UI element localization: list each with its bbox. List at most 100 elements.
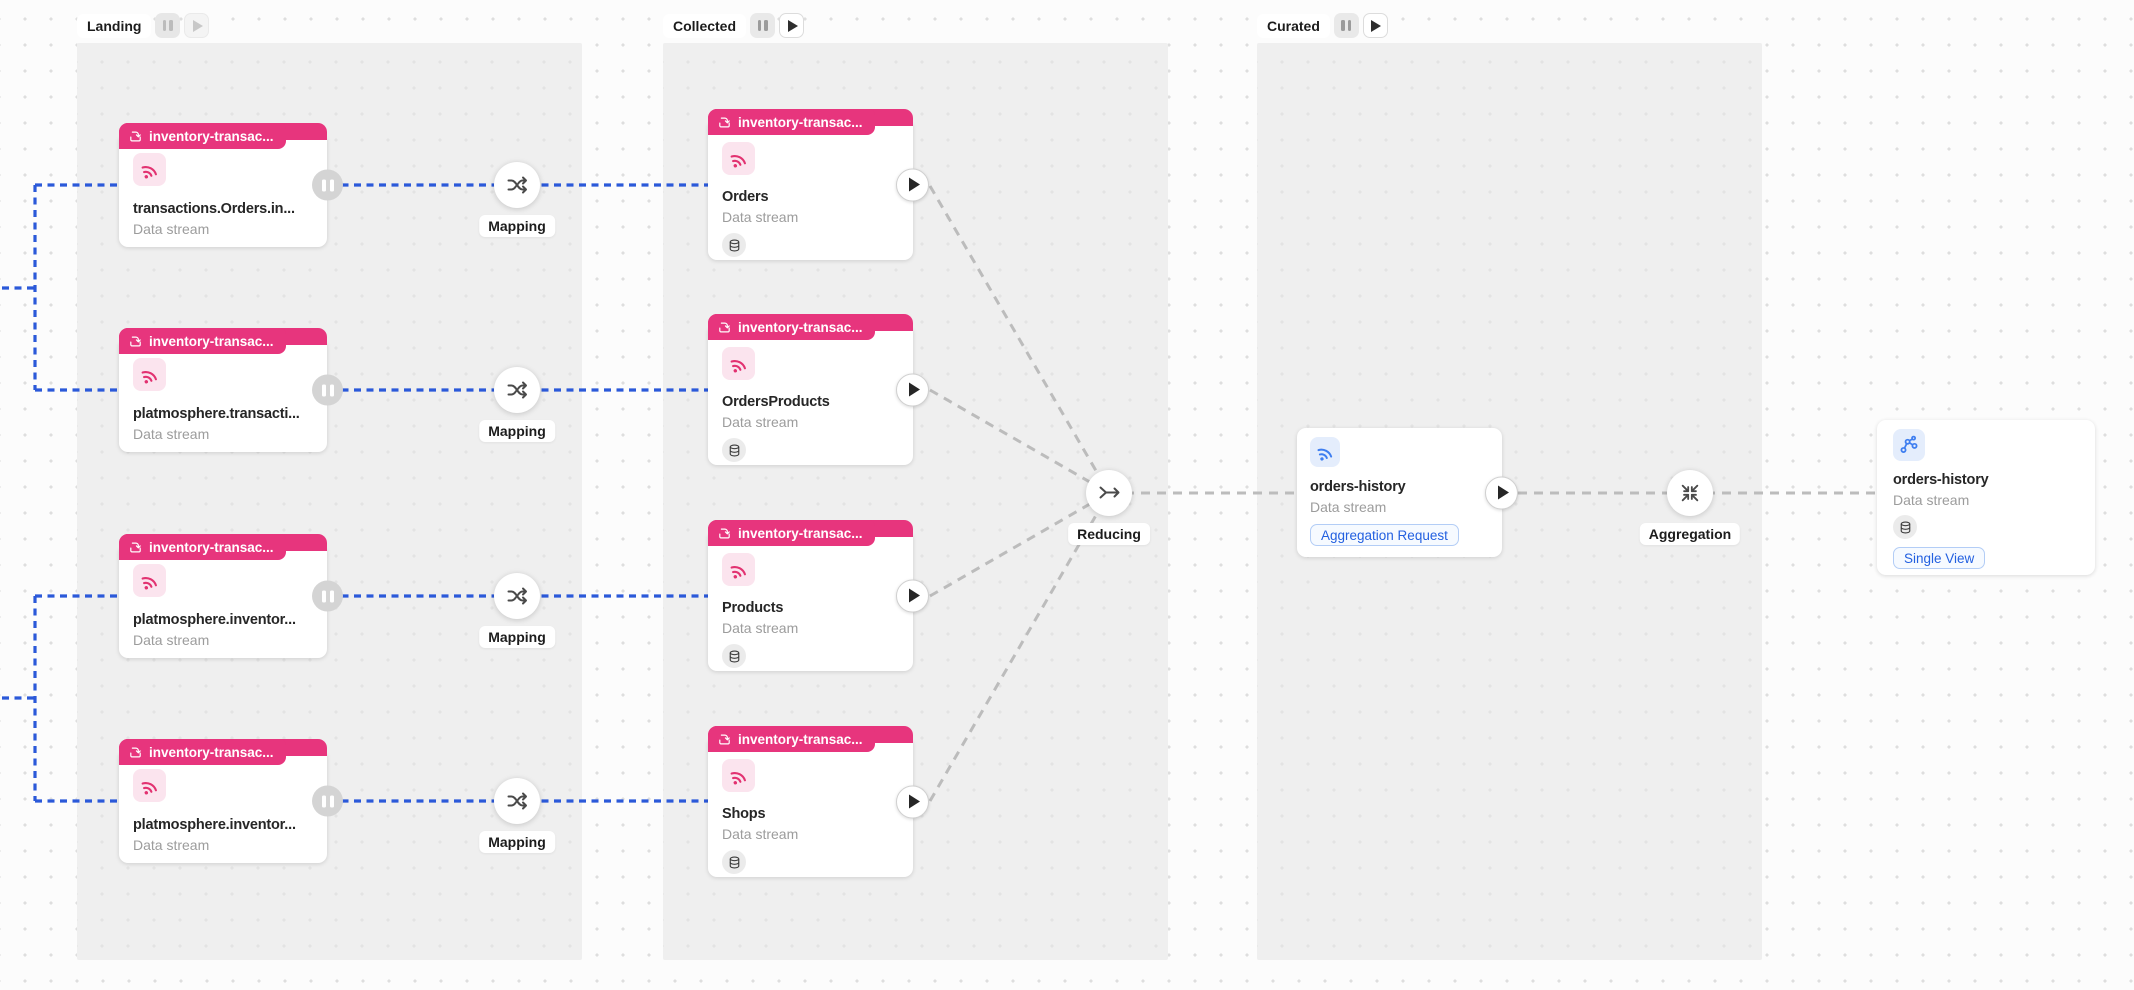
card-title: Orders xyxy=(722,189,769,205)
database-icon xyxy=(722,644,746,668)
play-handle[interactable] xyxy=(896,168,929,201)
topic-tag-label: inventory-transac... xyxy=(738,319,863,335)
pause-handle[interactable] xyxy=(312,580,343,612)
stream-card[interactable]: inventory-transac... Products Data strea… xyxy=(708,520,929,671)
play-handle[interactable] xyxy=(896,579,929,612)
topic-tag-label: inventory-transac... xyxy=(149,128,274,144)
merge-icon xyxy=(1099,486,1120,499)
stream-card[interactable]: inventory-transac... OrdersProducts Data… xyxy=(708,314,929,465)
lane-title: Landing xyxy=(77,13,152,38)
pause-lane-button[interactable] xyxy=(750,13,776,38)
data-stream-icon xyxy=(133,564,166,597)
lane-header-curated: Curated xyxy=(1257,13,1388,38)
play-icon xyxy=(192,19,203,32)
aggregation-node[interactable] xyxy=(1667,470,1713,516)
database-icon xyxy=(722,438,746,462)
pause-handle[interactable] xyxy=(312,374,343,406)
topic-tag[interactable]: inventory-transac... xyxy=(119,328,286,354)
stream-card[interactable]: inventory-transac... Shops Data stream xyxy=(708,726,929,877)
mapping-node[interactable] xyxy=(494,162,540,208)
topic-tag-label: inventory-transac... xyxy=(149,539,274,555)
topic-tag-label: inventory-transac... xyxy=(738,114,863,130)
pause-icon xyxy=(321,590,326,602)
card-title: platmosphere.inventor... xyxy=(133,612,296,628)
shuffle-icon xyxy=(507,381,527,399)
shuffle-icon xyxy=(507,587,527,605)
data-stream-icon xyxy=(722,759,755,792)
graph-icon xyxy=(1893,429,1925,461)
play-handle[interactable] xyxy=(896,373,929,406)
play-lane-button[interactable] xyxy=(1362,13,1388,38)
topic-tag[interactable]: inventory-transac... xyxy=(708,726,875,752)
play-handle[interactable] xyxy=(1485,476,1518,509)
single-view-card[interactable]: orders-history Data stream Single View xyxy=(1877,420,2095,575)
single-view-badge: Single View xyxy=(1893,547,1986,569)
stream-card[interactable]: orders-history Data stream Aggregation R… xyxy=(1297,428,1518,557)
data-stream-icon xyxy=(722,347,755,380)
card-title: platmosphere.inventor... xyxy=(133,817,296,833)
data-stream-icon xyxy=(722,553,755,586)
database-icon xyxy=(1893,515,1917,539)
mapping-node-label: Mapping xyxy=(479,626,555,648)
stream-card[interactable]: inventory-transac... transactions.Orders… xyxy=(119,123,343,247)
stream-card[interactable]: inventory-transac... platmosphere.transa… xyxy=(119,328,343,452)
pause-lane-button[interactable] xyxy=(155,13,181,38)
card-title: platmosphere.transacti... xyxy=(133,406,300,422)
ingest-topic-icon xyxy=(719,734,730,744)
play-icon xyxy=(908,794,920,809)
pause-icon xyxy=(321,179,326,191)
mapping-node[interactable] xyxy=(494,367,540,413)
pause-handle[interactable] xyxy=(312,785,343,817)
data-stream-icon xyxy=(1310,437,1340,467)
card-title: transactions.Orders.in... xyxy=(133,201,295,217)
aggregation-request-badge: Aggregation Request xyxy=(1310,524,1459,546)
card-subtitle: Data stream xyxy=(1893,492,1970,508)
card-subtitle: Data stream xyxy=(722,414,799,430)
shuffle-icon xyxy=(507,792,527,810)
data-stream-icon xyxy=(133,358,166,391)
pause-icon xyxy=(162,20,167,31)
card-subtitle: Data stream xyxy=(133,221,210,237)
play-icon xyxy=(1371,19,1382,32)
play-handle[interactable] xyxy=(896,785,929,818)
stream-card[interactable]: inventory-transac... platmosphere.invent… xyxy=(119,739,343,863)
topic-tag[interactable]: inventory-transac... xyxy=(119,534,286,560)
play-lane-button[interactable] xyxy=(779,13,805,38)
ingest-topic-icon xyxy=(719,528,730,538)
ingest-topic-icon xyxy=(130,131,141,141)
mapping-node-label: Mapping xyxy=(479,215,555,237)
card-title: Products xyxy=(722,600,784,616)
stream-card[interactable]: inventory-transac... platmosphere.invent… xyxy=(119,534,343,658)
topic-tag[interactable]: inventory-transac... xyxy=(119,739,286,765)
card-subtitle: Data stream xyxy=(722,620,799,636)
card-subtitle: Data stream xyxy=(722,826,799,842)
mapping-node-label: Mapping xyxy=(479,420,555,442)
play-icon xyxy=(908,177,920,192)
database-icon xyxy=(722,233,746,257)
pause-icon xyxy=(321,384,326,396)
pause-handle[interactable] xyxy=(312,169,343,201)
stream-card[interactable]: inventory-transac... Orders Data stream xyxy=(708,109,929,260)
play-icon xyxy=(1497,485,1509,500)
data-stream-icon xyxy=(133,153,166,186)
topic-tag[interactable]: inventory-transac... xyxy=(708,520,875,546)
card-subtitle: Data stream xyxy=(133,632,210,648)
topic-tag-label: inventory-transac... xyxy=(149,333,274,349)
topic-tag[interactable]: inventory-transac... xyxy=(119,123,286,149)
topic-tag-label: inventory-transac... xyxy=(738,525,863,541)
pause-lane-button[interactable] xyxy=(1333,13,1359,38)
compress-icon xyxy=(1681,484,1699,502)
card-subtitle: Data stream xyxy=(722,209,799,225)
mapping-node[interactable] xyxy=(494,778,540,824)
topic-tag-label: inventory-transac... xyxy=(738,731,863,747)
topic-tag[interactable]: inventory-transac... xyxy=(708,314,875,340)
topic-tag[interactable]: inventory-transac... xyxy=(708,109,875,135)
lane-header-landing: Landing xyxy=(77,13,210,38)
reducing-node-label: Reducing xyxy=(1068,523,1150,545)
play-lane-button[interactable] xyxy=(184,13,210,38)
reducing-node[interactable] xyxy=(1086,470,1132,516)
mapping-node[interactable] xyxy=(494,573,540,619)
data-stream-icon xyxy=(722,142,755,175)
pause-icon xyxy=(1341,20,1345,31)
